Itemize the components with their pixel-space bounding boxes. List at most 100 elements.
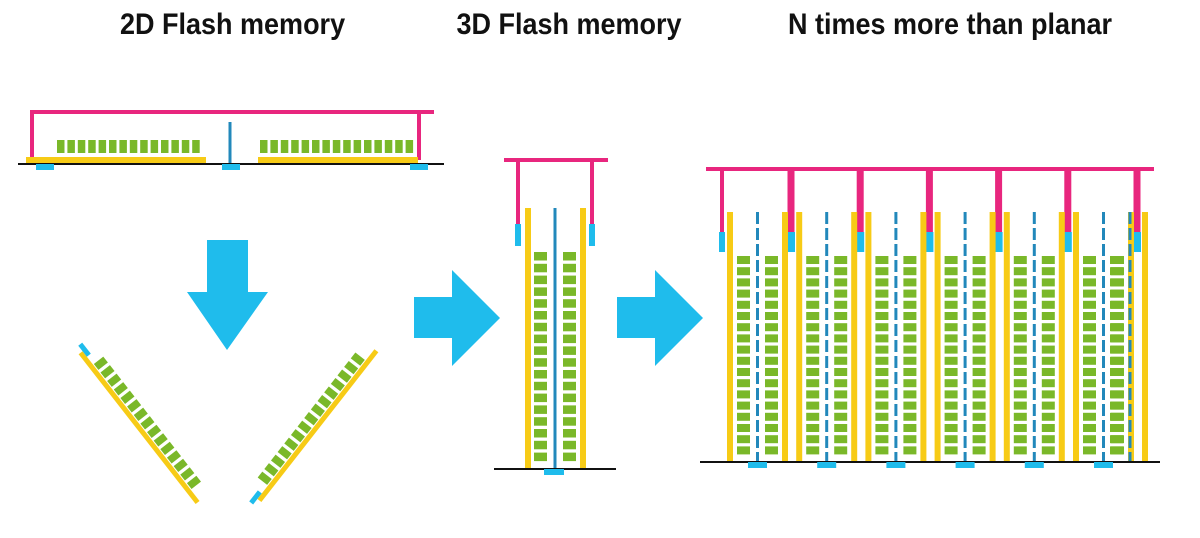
memory-cell <box>1110 312 1123 320</box>
channel-pillar <box>525 208 531 468</box>
memory-cell <box>161 140 169 153</box>
channel-pillar <box>1003 212 1010 462</box>
memory-cell <box>875 300 889 309</box>
memory-cell <box>317 395 332 409</box>
channel-pillar <box>1142 212 1148 462</box>
memory-cell <box>806 446 820 455</box>
memory-cell <box>563 381 576 391</box>
memory-cell <box>737 256 750 264</box>
memory-cell <box>903 300 917 309</box>
memory-cell <box>903 334 917 343</box>
memory-cell <box>944 312 958 320</box>
memory-cell <box>806 267 820 276</box>
memory-cell <box>944 412 958 421</box>
memory-cell <box>1041 390 1055 399</box>
memory-cell <box>875 345 889 354</box>
memory-cell <box>765 401 778 410</box>
title-2d-flash-memory: 2D Flash memory <box>120 8 346 41</box>
memory-cell <box>304 412 319 426</box>
memory-cell <box>834 379 848 388</box>
contact-pad <box>1134 232 1140 252</box>
contact-pad <box>787 232 795 252</box>
memory-cell <box>972 412 986 421</box>
memory-cell <box>903 390 917 399</box>
memory-cell <box>834 256 848 264</box>
memory-cell <box>1041 368 1055 376</box>
memory-cell <box>1083 267 1096 276</box>
memory-cell <box>113 382 128 396</box>
memory-cell <box>67 140 75 153</box>
memory-cell <box>765 412 778 421</box>
memory-cell <box>322 140 330 153</box>
memory-cell <box>903 401 917 410</box>
memory-cell <box>332 140 341 153</box>
memory-cell <box>563 393 576 403</box>
memory-cell <box>534 346 547 355</box>
contact-pad <box>249 490 262 505</box>
memory-cell <box>127 399 142 413</box>
memory-cell <box>765 424 778 432</box>
memory-cell <box>563 358 576 367</box>
memory-cell <box>1041 323 1055 332</box>
memory-cell <box>737 390 750 399</box>
memory-cell <box>181 140 190 153</box>
channel-pillar <box>796 212 803 462</box>
memory-cell <box>806 435 820 444</box>
memory-cell <box>972 289 986 298</box>
memory-cell <box>534 381 547 391</box>
memory-cell <box>291 140 299 153</box>
contact-pad <box>748 462 767 468</box>
memory-cell <box>875 289 889 298</box>
memory-cell <box>944 289 958 298</box>
memory-cell <box>1013 379 1027 388</box>
memory-cell <box>1041 435 1055 444</box>
memory-cell <box>534 322 547 332</box>
contact-pad <box>1063 232 1072 252</box>
memory-cell <box>806 390 820 399</box>
memory-cell <box>57 140 65 153</box>
memory-cell <box>972 256 986 264</box>
memory-cell <box>1083 312 1096 320</box>
memory-cell <box>765 312 778 320</box>
memory-cell <box>1110 289 1123 298</box>
memory-cell <box>944 267 958 276</box>
memory-cell <box>765 356 778 365</box>
memory-cell <box>150 140 159 153</box>
memory-cell <box>290 429 305 443</box>
memory-cell <box>972 446 986 455</box>
memory-cell <box>1083 412 1096 421</box>
memory-cell <box>737 435 750 444</box>
memory-cell <box>1110 368 1123 376</box>
memory-cell <box>1013 356 1027 365</box>
contact-pad <box>856 232 865 252</box>
channel-pillar <box>1073 212 1079 462</box>
memory-cell <box>166 450 182 464</box>
memory-cell <box>737 267 750 276</box>
memory-cell <box>765 289 778 298</box>
memory-cell <box>337 369 352 383</box>
memory-cell <box>903 379 917 388</box>
memory-cell <box>972 323 986 332</box>
arrow-down-icon <box>187 240 268 350</box>
memory-cell <box>834 334 848 343</box>
memory-cell <box>270 454 286 468</box>
memory-cell <box>806 256 820 264</box>
memory-cell <box>534 287 547 296</box>
memory-cell <box>534 252 547 261</box>
memory-cell <box>875 401 889 410</box>
channel-pillar <box>782 212 788 462</box>
memory-cell <box>903 424 917 432</box>
arrow-right-icon <box>414 270 500 366</box>
memory-cell <box>534 429 547 438</box>
memory-cell <box>944 390 958 399</box>
memory-cell <box>806 379 820 388</box>
memory-cell <box>903 278 917 287</box>
memory-cell <box>834 435 848 444</box>
memory-cell <box>903 256 917 264</box>
memory-cell <box>1041 379 1055 388</box>
memory-cell <box>903 289 917 298</box>
planar-flash-cell <box>18 110 444 170</box>
memory-cell <box>344 360 359 375</box>
memory-cell <box>1083 278 1096 287</box>
memory-cell <box>534 263 547 273</box>
